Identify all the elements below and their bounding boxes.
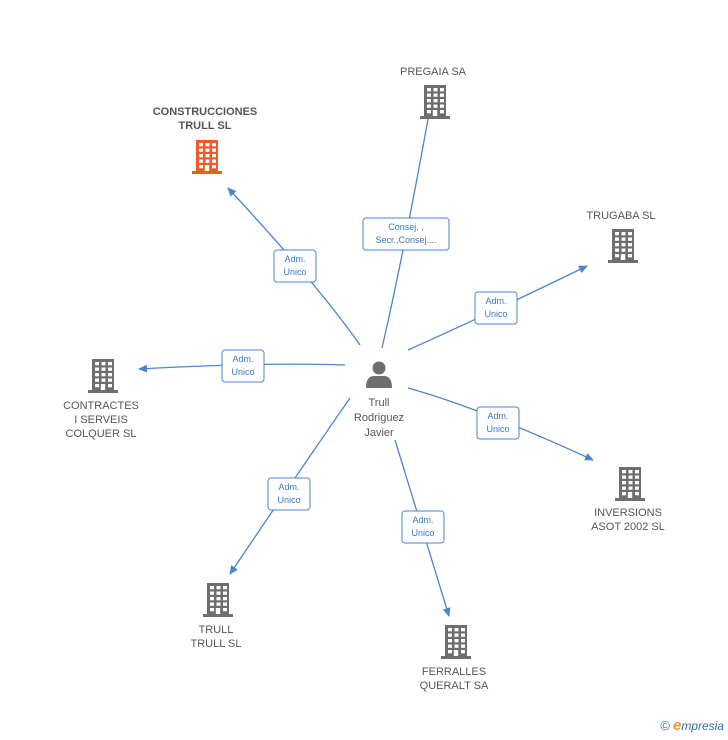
footer-brand[interactable]: ©empresia [660,717,724,734]
person-name-line: Rodriguez [354,412,404,424]
company-name-line: TRULL SL [191,638,242,650]
role-badge-pregaia[interactable]: Consej. , Secr.,Consej.... [362,217,450,251]
person-icon [366,361,392,388]
company-name-line: FERRALLES [422,666,486,678]
company-name-line: TRULL SL [179,120,232,132]
company-node-trugaba[interactable]: TRUGABA SL [586,210,656,263]
role-text: Consej. , [388,222,424,232]
role-badge-box [476,406,520,440]
building-icon [203,583,233,617]
role-text: Adm. [412,515,433,525]
role-badge-trugaba[interactable]: Adm. Unico [474,291,518,325]
role-text: Unico [486,424,509,434]
role-badge-contractes[interactable]: Adm. Unico [221,349,265,383]
building-icon [615,467,645,501]
role-badge-ferralles[interactable]: Adm. Unico [401,510,445,544]
building-icon [608,229,638,263]
company-node-ferralles[interactable]: FERRALLES QUERALT SA [420,625,489,692]
building-icon [420,85,450,119]
role-badge-box [474,291,518,325]
role-badge-box [362,217,450,251]
company-name-line: CONTRACTES [63,400,139,412]
company-name-line: QUERALT SA [420,680,489,692]
role-text: Unico [484,309,507,319]
company-name-line: ASOT 2002 SL [591,521,665,533]
company-node-contractes[interactable]: CONTRACTES I SERVEIS COLQUER SL [63,359,139,440]
building-icon [88,359,118,393]
company-node-inversions[interactable]: INVERSIONS ASOT 2002 SL [591,467,665,533]
company-node-trull[interactable]: TRULL TRULL SL [191,583,242,650]
role-text: Unico [283,267,306,277]
company-name-line: INVERSIONS [594,507,662,519]
company-name-line: CONSTRUCCIONES [153,106,258,118]
role-text: Adm. [487,411,508,421]
role-badge-trull[interactable]: Adm. Unico [267,477,311,511]
role-text: Adm. [278,482,299,492]
copyright-symbol: © [660,718,670,733]
company-node-pregaia[interactable]: PREGAIA SA [400,66,467,119]
role-badge-box [273,249,317,283]
brand-logo-initial: e [672,717,682,734]
brand-name: mpresia [681,719,724,733]
role-text: Adm. [485,296,506,306]
role-badge-inversions[interactable]: Adm. Unico [476,406,520,440]
role-text: Unico [277,495,300,505]
role-badge-box [267,477,311,511]
company-name-line: COLQUER SL [66,428,137,440]
role-badge-construcciones[interactable]: Adm. Unico [273,249,317,283]
person-name-line: Trull [369,397,390,409]
role-text: Adm. [232,354,253,364]
role-badge-box [401,510,445,544]
person-name-line: Javier [364,427,394,439]
role-text: Adm. [284,254,305,264]
company-name-line: I SERVEIS [74,414,128,426]
building-icon [441,625,471,659]
role-text: Secr.,Consej.... [375,235,436,245]
building-icon [192,140,222,174]
role-badge-box [221,349,265,383]
role-text: Unico [411,528,434,538]
company-name-line: PREGAIA SA [400,66,467,78]
company-name-line: TRULL [199,624,234,636]
company-name-line: TRUGABA SL [586,210,655,222]
role-text: Unico [231,367,254,377]
company-node-construcciones[interactable]: CONSTRUCCIONES TRULL SL [153,106,258,174]
